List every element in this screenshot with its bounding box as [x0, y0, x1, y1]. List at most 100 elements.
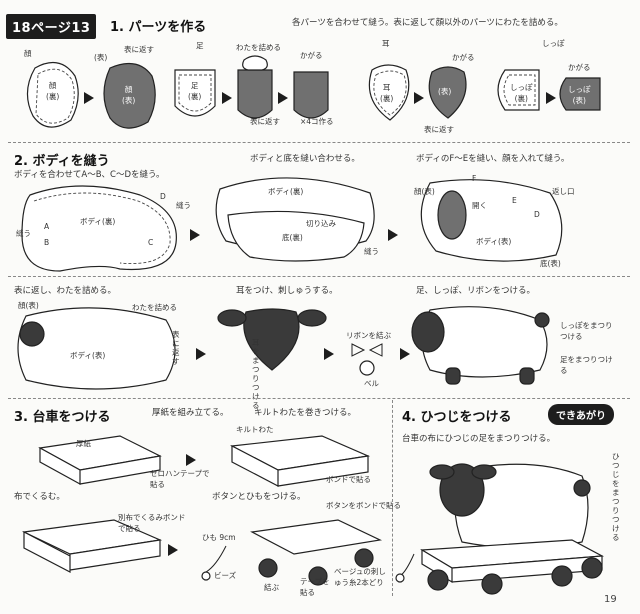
point-e: E: [512, 196, 517, 205]
section-divider: [8, 398, 630, 399]
finished-sheep-body: [454, 463, 589, 549]
step1-note: 各パーツを合わせて縫う。表に返して顔以外のパーツにわたを詰める。: [292, 18, 563, 28]
ear-label: 耳: [382, 39, 390, 48]
wheel-1: [258, 558, 278, 578]
ear-stub-left: [19, 321, 45, 347]
finished-wheel-3: [551, 565, 573, 587]
step2-note-b: ボディと底を縫い合わせる。: [250, 154, 360, 164]
arrow-icon: [196, 348, 206, 360]
button-bond-label: ボタンをボンドで貼る: [326, 501, 401, 510]
arrow-icon: [168, 544, 178, 556]
leg-2: [519, 367, 535, 385]
section-divider: [8, 276, 630, 277]
arrow-icon: [414, 92, 424, 104]
ear-left: [217, 309, 247, 327]
point-f: F: [472, 174, 477, 183]
step3-note-a: 厚紙を組み立てる。: [152, 408, 229, 418]
leg-label: 足: [196, 41, 204, 50]
ear-right: [297, 309, 327, 327]
return-opening-label: 返し口: [552, 187, 575, 196]
ear-turn-label: 表に返す: [424, 125, 454, 134]
point-a: A: [44, 222, 50, 231]
ear-attach-label: 耳をまつりつける: [252, 338, 260, 410]
face-label: 顔: [24, 49, 32, 58]
finished-wheel-1: [427, 569, 449, 591]
body-front-label: ボディ(表): [476, 237, 512, 246]
point-d-2: D: [534, 210, 540, 219]
arrow-icon: [278, 92, 288, 104]
leg-turn-label: 表に返す: [250, 117, 280, 126]
section-divider: [8, 142, 630, 143]
point-d: D: [160, 192, 166, 201]
sheep-head: [411, 311, 445, 353]
tie-label: 結ぶ: [264, 583, 279, 592]
finished-wheel-4: [581, 557, 603, 579]
face-turn-label: 表に返す: [124, 45, 154, 54]
step2-title: 2. ボディを縫う: [14, 154, 110, 169]
stuff-label-2: わたを詰める: [132, 303, 177, 312]
leg-back-part: [174, 69, 216, 117]
body-front-label-2: ボディ(表): [70, 351, 106, 360]
bottom-front-label: 底(表): [540, 259, 561, 268]
step3-note-c: 布でくるむ。: [14, 492, 65, 502]
arrow-icon: [400, 348, 410, 360]
ear-kagaru-label: かがる: [452, 53, 475, 62]
face-front-label-3: 顔(表): [18, 301, 39, 310]
arrow-icon: [546, 92, 556, 104]
stuffed-body: [17, 307, 176, 390]
tape2-label: テープを貼る: [300, 577, 330, 597]
beads-label: ビーズ: [214, 571, 237, 580]
leg-finished-part: [293, 71, 329, 119]
face-omote-label: (表): [94, 53, 108, 62]
bottom-label: 底(裏): [282, 233, 303, 242]
turn-side-label: 表に返す: [172, 330, 180, 366]
tail-front-part: [559, 77, 601, 111]
arrow-icon: [222, 92, 232, 104]
arrow-icon: [84, 92, 94, 104]
cart-board: [250, 519, 382, 555]
body-part: [21, 185, 177, 272]
stuff-label: わたを詰める: [236, 43, 281, 52]
step2b-illustration: [17, 306, 550, 390]
page-number: 19: [604, 594, 617, 605]
finished-ear-right: [471, 464, 497, 480]
arrow-icon: [190, 229, 200, 241]
ribbon-icon: [351, 343, 383, 357]
ear-back-label: 耳 (裏): [380, 83, 394, 103]
bond-label: ボンドで貼る: [326, 475, 371, 484]
point-b: B: [44, 238, 50, 247]
section-divider-vertical: [392, 400, 393, 596]
face-back-part: [26, 61, 79, 128]
leg-attach-label: 足をまつりつける: [560, 355, 613, 375]
sheep-face: [243, 308, 300, 371]
tail-attach-label: しっぽをまつりつける: [560, 321, 613, 341]
finish-note: 足、しっぽ、リボンをつける。: [416, 286, 536, 296]
sheep-with-legs: [421, 306, 548, 378]
face-front-part: [103, 62, 156, 129]
make4-label: ×4コ作る: [300, 117, 334, 126]
step3-title: 3. 台車をつける: [14, 410, 111, 425]
tail-label: しっぽ: [542, 39, 565, 48]
attach-sheep-label: ひつじをまつりつける: [612, 452, 620, 542]
leg-stuffed-part: [237, 69, 273, 119]
face-back-label: 顔 (裏): [46, 81, 60, 101]
body-label: ボディ(裏): [80, 217, 116, 226]
cut-label: 切り込み: [306, 219, 336, 228]
finished-bead-icon: [395, 573, 405, 583]
embroidery-label: ベージュの刺しゅう糸2本どり: [334, 567, 386, 587]
nuu-label-left: 縫う: [16, 229, 31, 238]
tape-label: セロハンテープで貼る: [150, 469, 210, 489]
finished-sheep-illustration: [395, 463, 605, 595]
wheel-2: [308, 566, 328, 586]
ear-front-label: (表): [438, 87, 452, 96]
bottom-part: [227, 210, 365, 262]
tail-back-label: しっぽ (裏): [510, 83, 533, 103]
step2-note-c: ボディのF～Eを縫い、顔を入れて縫う。: [416, 154, 570, 164]
turn-stuff-note: 表に返し、わたを詰める。: [14, 286, 117, 296]
step2-illustration: [21, 177, 563, 272]
bell-icon: [359, 360, 375, 376]
string-line: [205, 545, 227, 573]
step3-note-d: ボタンとひもをつける。: [212, 492, 306, 502]
tail-back-part: [497, 69, 540, 111]
step2-note-a: ボディを合わせてA～B、C～Dを縫う。: [14, 170, 165, 180]
